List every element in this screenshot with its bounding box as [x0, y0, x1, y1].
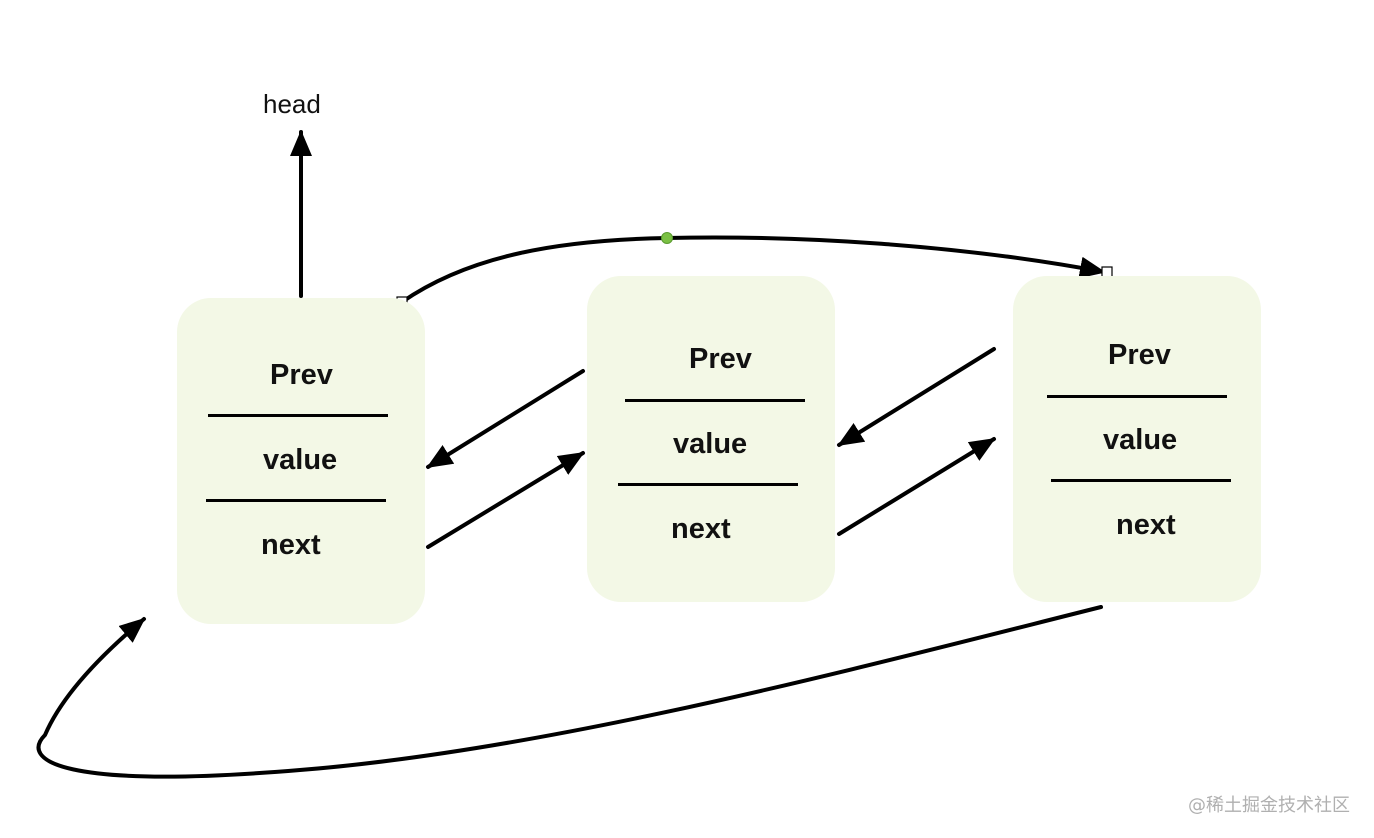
- node-1[interactable]: Prev value next: [177, 298, 425, 624]
- node-2[interactable]: Prev value next: [587, 276, 835, 602]
- node-2-divider-top: [625, 399, 805, 402]
- node-1-value-label: value: [263, 444, 338, 476]
- node-3-prev-label: Prev: [1108, 339, 1171, 371]
- node-3-value-label: value: [1103, 424, 1178, 456]
- node-2-value-label: value: [673, 428, 748, 460]
- node-1-prev-label: Prev: [270, 359, 333, 391]
- node-3-divider-bottom: [1051, 479, 1231, 482]
- watermark: @稀土掘金技术社区: [1188, 795, 1350, 816]
- node1-to-node2-next-arrow: [426, 451, 585, 549]
- node2-to-node1-prev-arrow: [426, 369, 585, 469]
- head-label: head: [263, 89, 321, 119]
- node2-to-node3-next-arrow: [837, 437, 996, 536]
- node-3-next-label: next: [1116, 509, 1176, 541]
- node-2-divider-bottom: [618, 483, 798, 486]
- node-1-divider-bottom: [206, 499, 386, 502]
- node-1-divider-top: [208, 414, 388, 417]
- node-3-divider-top: [1047, 395, 1227, 398]
- wrap-arrow-top: [400, 235, 1106, 304]
- wrap-arrow-bottom: [36, 605, 1103, 779]
- node-2-next-label: next: [671, 513, 731, 545]
- node3-to-node2-prev-arrow: [837, 347, 996, 447]
- curve-control-point[interactable]: [661, 232, 673, 244]
- node-1-next-label: next: [261, 529, 321, 561]
- node-3[interactable]: Prev value next: [1013, 276, 1261, 602]
- node-2-prev-label: Prev: [689, 343, 752, 375]
